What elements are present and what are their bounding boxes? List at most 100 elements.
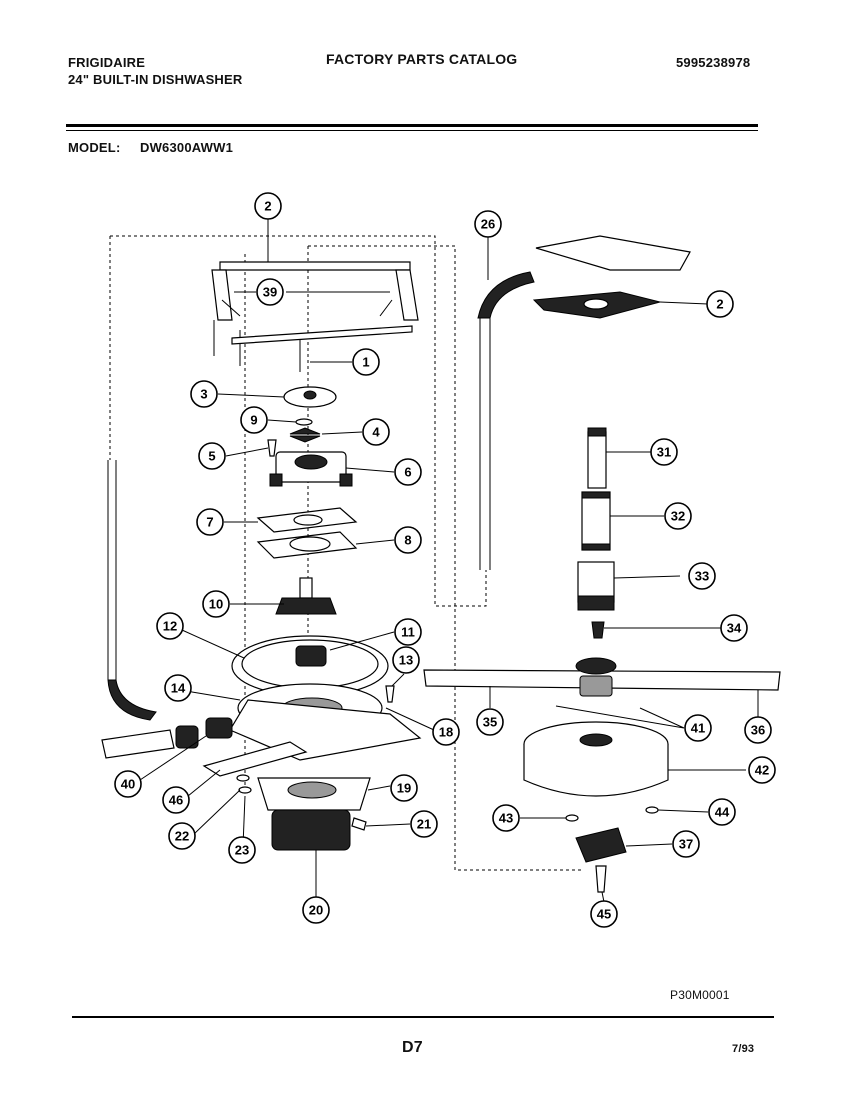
part-43-clip (565, 814, 579, 822)
part-20-motor (271, 809, 351, 851)
part-22-washer (236, 774, 250, 782)
callout-18: 18 (432, 718, 460, 746)
callout-19: 19 (390, 774, 418, 802)
svg-text:9: 9 (250, 413, 257, 428)
callout-11: 11 (394, 618, 422, 646)
svg-text:35: 35 (483, 715, 497, 730)
callout-12: 12 (156, 612, 184, 640)
part-5-screw (267, 439, 277, 457)
callout-7: 7 (196, 508, 224, 536)
callout-42: 42 (748, 756, 776, 784)
part-23-washer (238, 786, 252, 794)
callout-32: 32 (664, 502, 692, 530)
part-33-tube (577, 561, 615, 611)
callout-45: 45 (590, 900, 618, 928)
svg-text:20: 20 (309, 903, 323, 918)
callout-26: 26 (474, 210, 502, 238)
callout-23: 23 (228, 836, 256, 864)
part-32-tube (581, 491, 611, 551)
date-label: 7/93 (732, 1043, 755, 1055)
callout-33: 33 (688, 562, 716, 590)
svg-text:44: 44 (715, 805, 730, 820)
svg-text:39: 39 (263, 285, 277, 300)
part-34-nozzle (591, 621, 605, 639)
page-number: D7 (402, 1039, 423, 1056)
callout-4: 4 (362, 418, 390, 446)
callout-43: 43 (492, 804, 520, 832)
svg-text:5: 5 (208, 449, 215, 464)
svg-text:40: 40 (121, 777, 135, 792)
svg-text:31: 31 (657, 445, 671, 460)
svg-text:3: 3 (200, 387, 207, 402)
callout-2a: 2 (254, 192, 282, 220)
svg-text:10: 10 (209, 597, 223, 612)
product-label: 24" BUILT-IN DISHWASHER (68, 72, 243, 87)
callout-5: 5 (198, 442, 226, 470)
callout-8: 8 (394, 526, 422, 554)
drawing-code: P30M0001 (670, 988, 730, 1002)
svg-text:23: 23 (235, 843, 249, 858)
part-44-clip (645, 806, 659, 814)
callout-36: 36 (744, 716, 772, 744)
callout-1: 1 (352, 348, 380, 376)
callout-21: 21 (410, 810, 438, 838)
callout-41: 41 (684, 714, 712, 742)
callout-22: 22 (168, 822, 196, 850)
svg-text:4: 4 (372, 425, 380, 440)
part-13-screw (385, 685, 395, 703)
callout-34: 34 (720, 614, 748, 642)
part-37-impeller (575, 827, 627, 863)
header-rule-thin (66, 130, 758, 131)
part-9-ring (295, 418, 313, 426)
callout-9: 9 (240, 406, 268, 434)
svg-text:1: 1 (362, 355, 369, 370)
part-21-screw (351, 817, 367, 831)
catalog-title: FACTORY PARTS CATALOG (326, 51, 518, 67)
svg-text:7: 7 (206, 515, 213, 530)
svg-text:18: 18 (439, 725, 453, 740)
svg-text:14: 14 (171, 681, 186, 696)
part-46-bracket (202, 741, 308, 777)
callout-44: 44 (708, 798, 736, 826)
footer-rule (72, 1016, 774, 1018)
header-rule-thick (66, 124, 758, 127)
callout-2b: 2 (706, 290, 734, 318)
dashed-outline-inner (308, 245, 582, 871)
svg-text:32: 32 (671, 509, 685, 524)
part-31-tube (587, 427, 607, 489)
svg-text:42: 42 (755, 763, 769, 778)
svg-text:34: 34 (727, 621, 742, 636)
part-11-hub (295, 645, 327, 667)
callout-3: 3 (190, 380, 218, 408)
svg-text:41: 41 (691, 721, 705, 736)
lower-spray-arm (423, 657, 781, 697)
svg-text:21: 21 (417, 817, 431, 832)
callout-14: 14 (164, 674, 192, 702)
leader-lines (139, 218, 759, 903)
callout-13: 13 (392, 646, 420, 674)
dashed-outline-left (110, 235, 487, 607)
callout-31: 31 (650, 438, 678, 466)
svg-text:6: 6 (404, 465, 411, 480)
callout-37: 37 (672, 830, 700, 858)
model-label: MODEL: (68, 140, 121, 155)
rack-bracket (211, 261, 419, 372)
callout-20: 20 (302, 896, 330, 924)
part-10-impeller (275, 577, 337, 615)
part-45-screw (595, 865, 607, 893)
part-6-housing (269, 451, 353, 487)
svg-text:8: 8 (404, 533, 411, 548)
callout-35: 35 (476, 708, 504, 736)
callout-39: 39 (256, 278, 284, 306)
svg-text:2: 2 (264, 199, 271, 214)
upper-spray-deflector (535, 235, 691, 271)
callout-46: 46 (162, 786, 190, 814)
svg-text:33: 33 (695, 569, 709, 584)
callout-10: 10 (202, 590, 230, 618)
svg-text:22: 22 (175, 829, 189, 844)
callout-6: 6 (394, 458, 422, 486)
svg-text:43: 43 (499, 811, 513, 826)
svg-text:12: 12 (163, 619, 177, 634)
svg-text:2: 2 (716, 297, 723, 312)
